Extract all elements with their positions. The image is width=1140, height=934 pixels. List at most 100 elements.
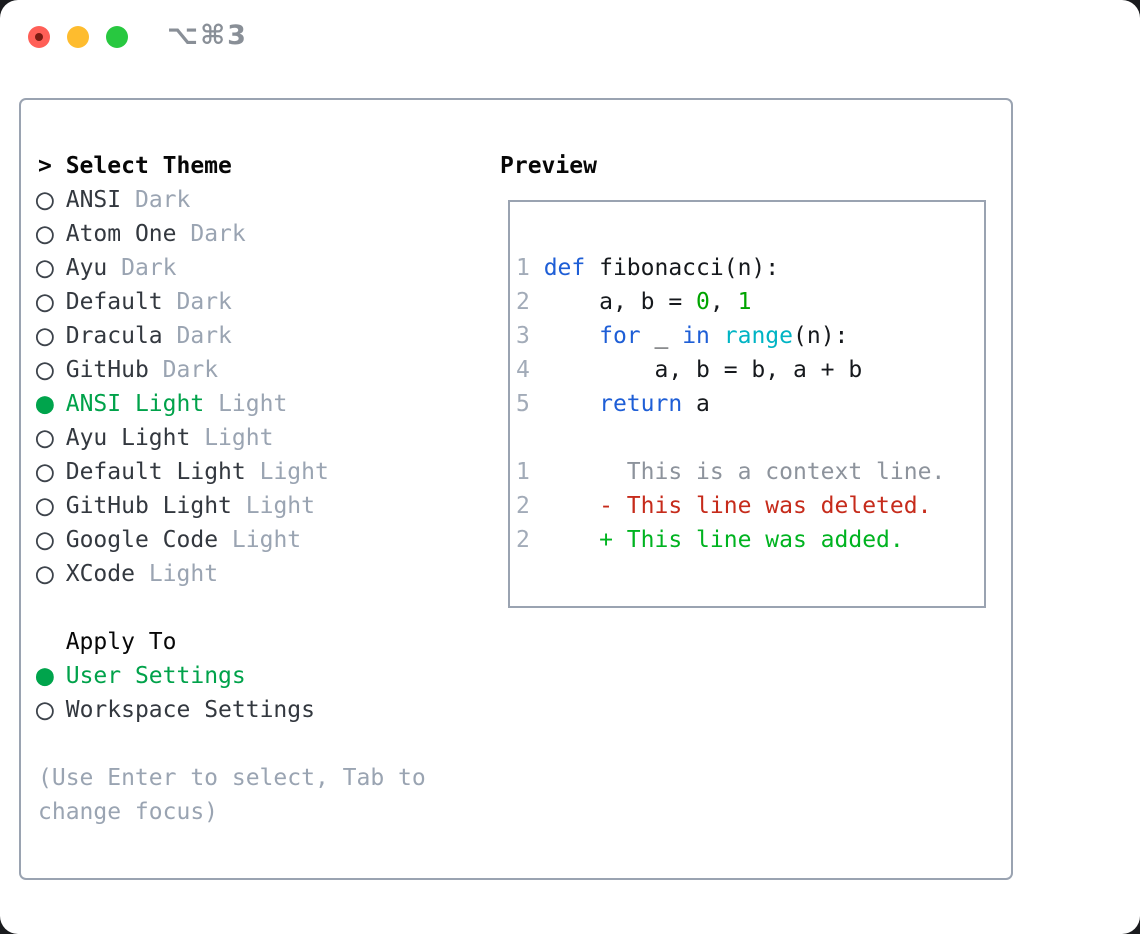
apply-option-label: Workspace Settings (65, 697, 315, 723)
radio-unselected-icon: ○ (35, 251, 54, 285)
close-dot-icon (35, 33, 43, 41)
radio-unselected-icon: ○ (35, 319, 54, 353)
code-token-keyword: for (599, 323, 641, 349)
theme-variant: Dark (162, 357, 219, 383)
code-token-keyword: def (543, 255, 586, 281)
theme-variant: Dark (176, 289, 232, 315)
code-token-plain: , (709, 289, 738, 315)
theme-variant: Light (259, 459, 329, 485)
code-line: 1 This is a context line. (516, 455, 945, 489)
code-token-plain: fibonacci(n): (585, 255, 780, 281)
theme-option-dracula[interactable]: ○ Dracula Dark (36, 319, 468, 353)
theme-option-google-code[interactable]: ○ Google Code Light (36, 523, 468, 557)
code-token-plain (544, 323, 599, 349)
code-token-builtin: range (723, 323, 793, 349)
theme-option-github-light[interactable]: ○ GitHub Light Light (36, 489, 468, 523)
radio-unselected-icon: ○ (35, 693, 54, 727)
radio-selected-icon: ● (35, 387, 54, 421)
code-token-plain: a, b = b, a + b (543, 357, 863, 383)
code-line: 5 return a (516, 387, 945, 421)
theme-name: GitHub (65, 357, 149, 383)
code-token-plain: (n): (793, 323, 849, 349)
theme-name: Google Code (65, 527, 219, 553)
theme-name: Ayu (65, 255, 108, 281)
code-token-plain (544, 391, 599, 417)
code-token-lineno: 2 (516, 493, 544, 519)
theme-variant: Light (245, 493, 315, 519)
theme-variant: Dark (176, 323, 232, 349)
code-token-lineno: 3 (516, 323, 544, 349)
radio-unselected-icon: ○ (35, 523, 54, 557)
code-token-lineno: 1 (516, 459, 544, 485)
code-token-lineno: 1 (516, 255, 544, 281)
select-theme-title: Select Theme (65, 153, 232, 179)
window-title: ⌥⌘3 (167, 20, 248, 51)
theme-name: Default (65, 289, 163, 315)
theme-variant: Light (204, 425, 274, 451)
close-button[interactable] (28, 26, 50, 48)
radio-unselected-icon: ○ (35, 183, 54, 217)
radio-unselected-icon: ○ (35, 455, 54, 489)
code-token-plain (544, 527, 599, 553)
radio-unselected-icon: ○ (35, 557, 54, 591)
theme-name: Default Light (65, 459, 246, 485)
code-token-plain: a (682, 391, 710, 417)
theme-option-ansi-light[interactable]: ● ANSI Light Light (36, 387, 468, 421)
apply-to-options: ● User Settings○ Workspace Settings (36, 659, 468, 727)
preview-header: Preview (500, 153, 597, 179)
theme-name: ANSI (65, 187, 122, 213)
preview-box (508, 200, 986, 608)
theme-option-default-light[interactable]: ○ Default Light Light (36, 455, 468, 489)
theme-name: XCode (65, 561, 135, 587)
spacer (38, 727, 468, 761)
apply-option-workspace-settings[interactable]: ○ Workspace Settings (36, 693, 468, 727)
code-line: 4 a, b = b, a + b (516, 353, 945, 387)
theme-name: ANSI Light (65, 391, 205, 417)
code-token-number: 0 (696, 289, 710, 315)
focus-caret-icon: > (38, 153, 52, 179)
code-token-added: + This line was added. (599, 527, 904, 553)
radio-unselected-icon: ○ (35, 489, 54, 523)
theme-list: ○ ANSI Dark○ Atom One Dark○ Ayu Dark○ De… (36, 183, 468, 591)
theme-picker: >Select Theme ○ ANSI Dark○ Atom One Dark… (36, 149, 468, 829)
theme-variant: Dark (190, 221, 246, 247)
traffic-lights (28, 26, 128, 48)
code-line (516, 421, 945, 455)
code-token-lineno: 4 (516, 357, 544, 383)
minimize-button[interactable] (67, 26, 89, 48)
select-theme-header: > Select Theme (38, 149, 468, 183)
theme-variant: Dark (121, 255, 177, 281)
code-line: 3 for _ in range(n): (516, 319, 945, 353)
theme-variant: Light (218, 391, 288, 417)
code-token-keyword: return (599, 391, 683, 417)
help-text: (Use Enter to select, Tab to change focu… (38, 765, 426, 825)
code-token-deleted: - This line was deleted. (599, 493, 932, 519)
apply-to-title: Apply To (65, 629, 177, 655)
radio-unselected-icon: ○ (35, 217, 54, 251)
theme-option-default[interactable]: ○ Default Dark (36, 285, 468, 319)
theme-option-ayu-light[interactable]: ○ Ayu Light Light (36, 421, 468, 455)
theme-name: Dracula (65, 323, 163, 349)
code-token-number: 1 (737, 289, 752, 315)
theme-option-ansi[interactable]: ○ ANSI Dark (36, 183, 468, 217)
code-line: 2 a, b = 0, 1 (516, 285, 945, 319)
apply-option-user-settings[interactable]: ● User Settings (36, 659, 468, 693)
theme-option-github[interactable]: ○ GitHub Dark (36, 353, 468, 387)
theme-option-xcode[interactable]: ○ XCode Light (36, 557, 468, 591)
theme-name: GitHub Light (65, 493, 232, 519)
apply-option-label: User Settings (65, 663, 246, 689)
theme-option-atom-one[interactable]: ○ Atom One Dark (36, 217, 468, 251)
theme-option-ayu[interactable]: ○ Ayu Dark (36, 251, 468, 285)
code-token-plain: _ (640, 323, 683, 349)
code-token-plain (544, 493, 599, 519)
spacer (38, 591, 468, 625)
radio-unselected-icon: ○ (35, 285, 54, 319)
radio-unselected-icon: ○ (35, 421, 54, 455)
radio-unselected-icon: ○ (35, 353, 54, 387)
code-token-context: This is a context line. (543, 459, 946, 485)
code-token-lineno: 2 (516, 289, 544, 315)
maximize-button[interactable] (106, 26, 128, 48)
code-line: 2 + This line was added. (516, 523, 945, 557)
